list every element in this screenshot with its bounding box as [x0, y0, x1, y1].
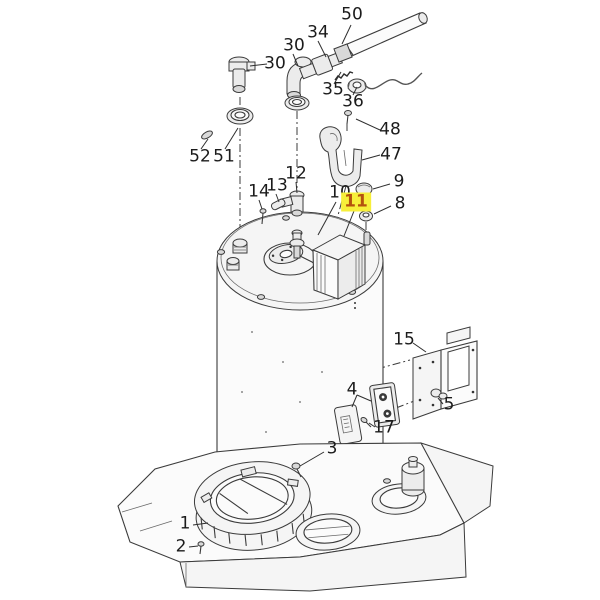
spring-element	[334, 71, 354, 81]
left-elbow-fitting	[228, 56, 256, 93]
tube-13	[270, 198, 286, 211]
draft-hood-bracket	[319, 126, 363, 187]
tank-nipples	[226, 238, 248, 271]
top-piping	[201, 12, 428, 246]
tee-fitting	[298, 51, 343, 80]
callout-leaders	[188, 24, 444, 548]
control-block-4	[369, 382, 401, 428]
callout-11-highlighted: 11	[341, 192, 371, 212]
callout-47: 47	[380, 144, 402, 165]
combustion-ring	[193, 461, 313, 551]
base-front-skirt	[179, 522, 467, 592]
screw-2	[197, 541, 205, 555]
fitting-5	[430, 388, 448, 400]
mounting-bracket-group	[334, 326, 478, 445]
callout-5: 5	[443, 394, 455, 415]
callout-30-right: 30	[283, 35, 305, 56]
callout-8: 8	[394, 193, 406, 214]
cylinder-stub	[401, 456, 425, 497]
callout-4: 4	[346, 379, 358, 400]
callout-1: 1	[179, 513, 191, 534]
callout-12: 12	[285, 163, 307, 184]
callout-15: 15	[393, 329, 415, 350]
callout-14: 14	[248, 181, 270, 202]
callout-13: 13	[266, 175, 288, 196]
callout-2: 2	[175, 536, 187, 557]
callout-30-left: 30	[264, 53, 286, 74]
wire	[365, 72, 423, 90]
small-plug-52	[201, 130, 213, 140]
callout-48: 48	[379, 119, 401, 140]
anode-tube	[333, 12, 428, 63]
cap-and-nut-column	[355, 182, 373, 246]
callout-34: 34	[307, 22, 329, 43]
tank-body-dots	[241, 331, 323, 433]
callout-50: 50	[341, 4, 363, 25]
screw-17	[360, 416, 372, 428]
callout-52: 52	[189, 146, 211, 167]
bracket-15	[412, 326, 478, 420]
callout-17: 17	[373, 417, 395, 438]
cover-plate-4	[334, 404, 363, 445]
gasket-ring-right	[284, 95, 310, 111]
gasket-ring-left	[226, 107, 254, 125]
deck-bolt	[383, 478, 391, 484]
callout-35: 35	[322, 79, 344, 100]
anode-flange	[268, 229, 318, 267]
screw-14	[259, 208, 267, 225]
callout-36: 36	[342, 91, 364, 112]
oval-recess	[295, 513, 361, 551]
nut-with-wire	[347, 72, 423, 94]
callout-51: 51	[213, 146, 235, 167]
callout-9: 9	[393, 171, 405, 192]
screw-48	[344, 110, 352, 125]
base-pan	[117, 442, 494, 592]
callout-3: 3	[326, 438, 338, 459]
